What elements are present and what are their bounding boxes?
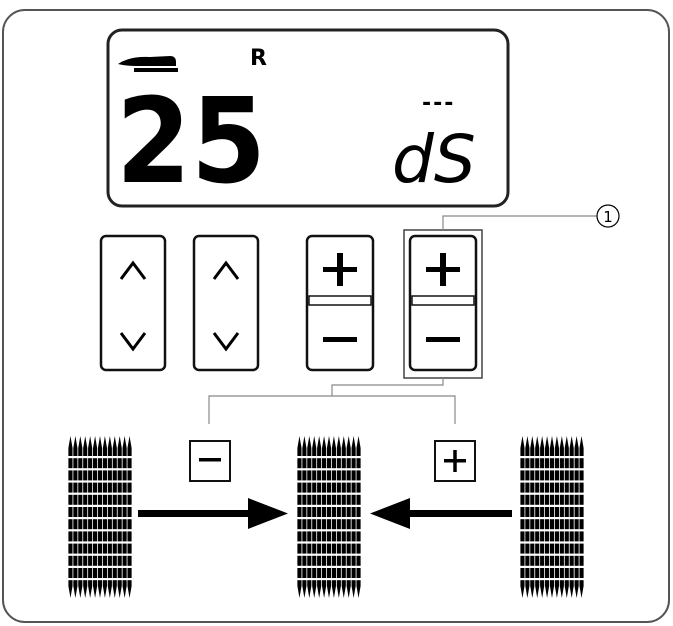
chevron-down-icon[interactable] [119,332,147,352]
pattern-select-key-frame [192,234,260,372]
callout-number: 1 [603,208,613,226]
leader-lines [208,378,456,424]
stitch-select-keys[interactable] [99,234,167,372]
density-value: dS [392,121,476,198]
length-density-keys[interactable] [403,229,483,379]
width-adjust-keys[interactable] [305,234,375,372]
density-key-divider [411,295,475,306]
width-key-divider [308,295,372,306]
plus-icon[interactable] [323,253,357,286]
lcd-frame [106,28,510,208]
satin-stitch-sparse-icon [67,436,133,598]
chevron-up-icon[interactable] [212,260,240,280]
pattern-select-keys[interactable] [192,234,260,372]
arrow-right-icon [138,498,288,529]
minus-icon[interactable] [426,337,460,342]
density-plus-key[interactable] [434,440,476,482]
callout-1: 1 [442,204,620,230]
presser-foot-icon [118,56,178,72]
plus-icon[interactable] [426,253,460,286]
chevron-up-icon[interactable] [119,260,147,280]
right-marker: --- [422,91,455,116]
minus-icon[interactable] [199,458,221,462]
minus-icon[interactable] [323,337,357,342]
lcd-display: R 25 --- dS [106,28,510,210]
arrow-left-icon [370,498,512,529]
chevron-down-icon[interactable] [212,332,240,352]
density-minus-key[interactable] [189,440,231,482]
satin-stitch-normal-icon [296,436,362,598]
stitch-select-key-frame [99,234,167,372]
reverse-indicator: R [250,46,267,71]
stitch-number: 25 [116,72,266,210]
satin-stitch-dense-icon [519,436,585,598]
plus-icon[interactable] [444,450,466,472]
